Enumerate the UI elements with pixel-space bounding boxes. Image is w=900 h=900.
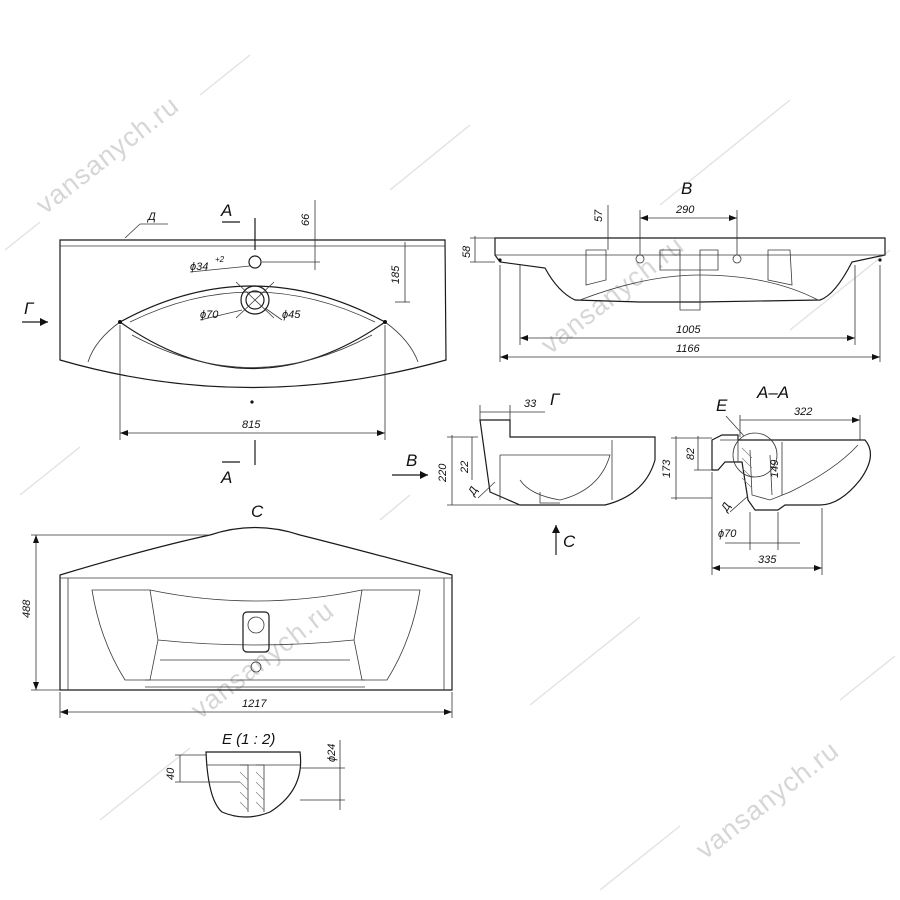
section-mark-a-bottom: A — [220, 468, 232, 487]
dim-149: 149 — [769, 460, 781, 478]
view-g-title: Г — [550, 390, 561, 409]
detail-e-circle — [732, 432, 778, 478]
drain-outer-label: ϕ70 — [200, 309, 219, 321]
dim-815: 815 — [242, 419, 261, 431]
top-view: A A Г Д ϕ34 +2 ϕ70 ϕ45 66 185 815 — [22, 200, 447, 487]
arrow-c-label: C — [563, 532, 576, 551]
dim-1166: 1166 — [676, 343, 701, 355]
hole-mixer-tolerance: +2 — [215, 255, 225, 264]
dim-1005: 1005 — [676, 324, 701, 336]
dim-82: 82 — [685, 448, 697, 460]
hole-mixer-label: ϕ34 — [190, 261, 208, 273]
view-g: Г 33 220 22 Д B C — [392, 390, 656, 555]
detail-e-ref: E — [716, 396, 728, 415]
detail-e-title: E (1 : 2) — [222, 731, 275, 748]
view-g-outline — [479, 419, 656, 506]
basin-rim — [118, 285, 387, 370]
dim-22: 22 — [459, 461, 471, 474]
dim-488: 488 — [21, 599, 33, 618]
mixer-hole — [248, 255, 262, 269]
drain-outer-circle — [240, 285, 270, 315]
view-c: C 488 1217 — [21, 502, 453, 718]
detail-e-outline — [205, 751, 302, 818]
section-aa-detail-ref: Д — [718, 501, 733, 516]
view-c-title: C — [251, 502, 264, 521]
dim-57: 57 — [593, 209, 605, 222]
dim-290: 290 — [675, 204, 695, 216]
dim-335: 335 — [758, 554, 777, 566]
section-aa-title: A–A — [756, 383, 789, 402]
dim-70: ϕ70 — [718, 528, 737, 540]
top-view-outline — [59, 239, 447, 389]
detail-ref-d: Д — [146, 211, 156, 223]
drain-inner-label: ϕ45 — [282, 309, 301, 321]
section-aa: A–A E 322 173 82 149 Д ϕ70 335 — [661, 383, 871, 575]
view-g-detail-ref: Д — [465, 485, 480, 500]
watermark-text: vansanych.ru — [690, 735, 844, 865]
view-b: B 290 57 58 1005 1166 — [461, 179, 886, 362]
dim-40: 40 — [165, 767, 177, 780]
watermark-layer: vansanych.ru vansanych.ru vansanych.ru v… — [4, 54, 896, 891]
section-mark-a-top: A — [220, 201, 232, 220]
watermark-text: vansanych.ru — [535, 230, 689, 360]
dim-24: ϕ24 — [326, 744, 338, 762]
view-b-title: B — [681, 179, 692, 198]
watermark-text: vansanych.ru — [30, 90, 184, 220]
section-aa-outline — [711, 434, 871, 511]
dim-66: 66 — [300, 213, 312, 226]
arrow-b-label: B — [406, 451, 417, 470]
dim-173: 173 — [661, 459, 673, 478]
view-arrow-g: Г — [24, 299, 35, 318]
drain-pipe — [242, 611, 270, 653]
dim-322: 322 — [794, 406, 812, 418]
view-b-outline — [494, 237, 886, 303]
dim-185: 185 — [390, 265, 402, 284]
dim-33: 33 — [524, 398, 537, 410]
dim-1217: 1217 — [242, 698, 267, 710]
dim-220: 220 — [437, 463, 449, 483]
drain-inner-circle — [245, 290, 265, 310]
detail-e: E (1 : 2) 40 ϕ24 — [165, 731, 345, 818]
dim-58: 58 — [461, 245, 473, 258]
view-c-outline — [59, 526, 453, 691]
